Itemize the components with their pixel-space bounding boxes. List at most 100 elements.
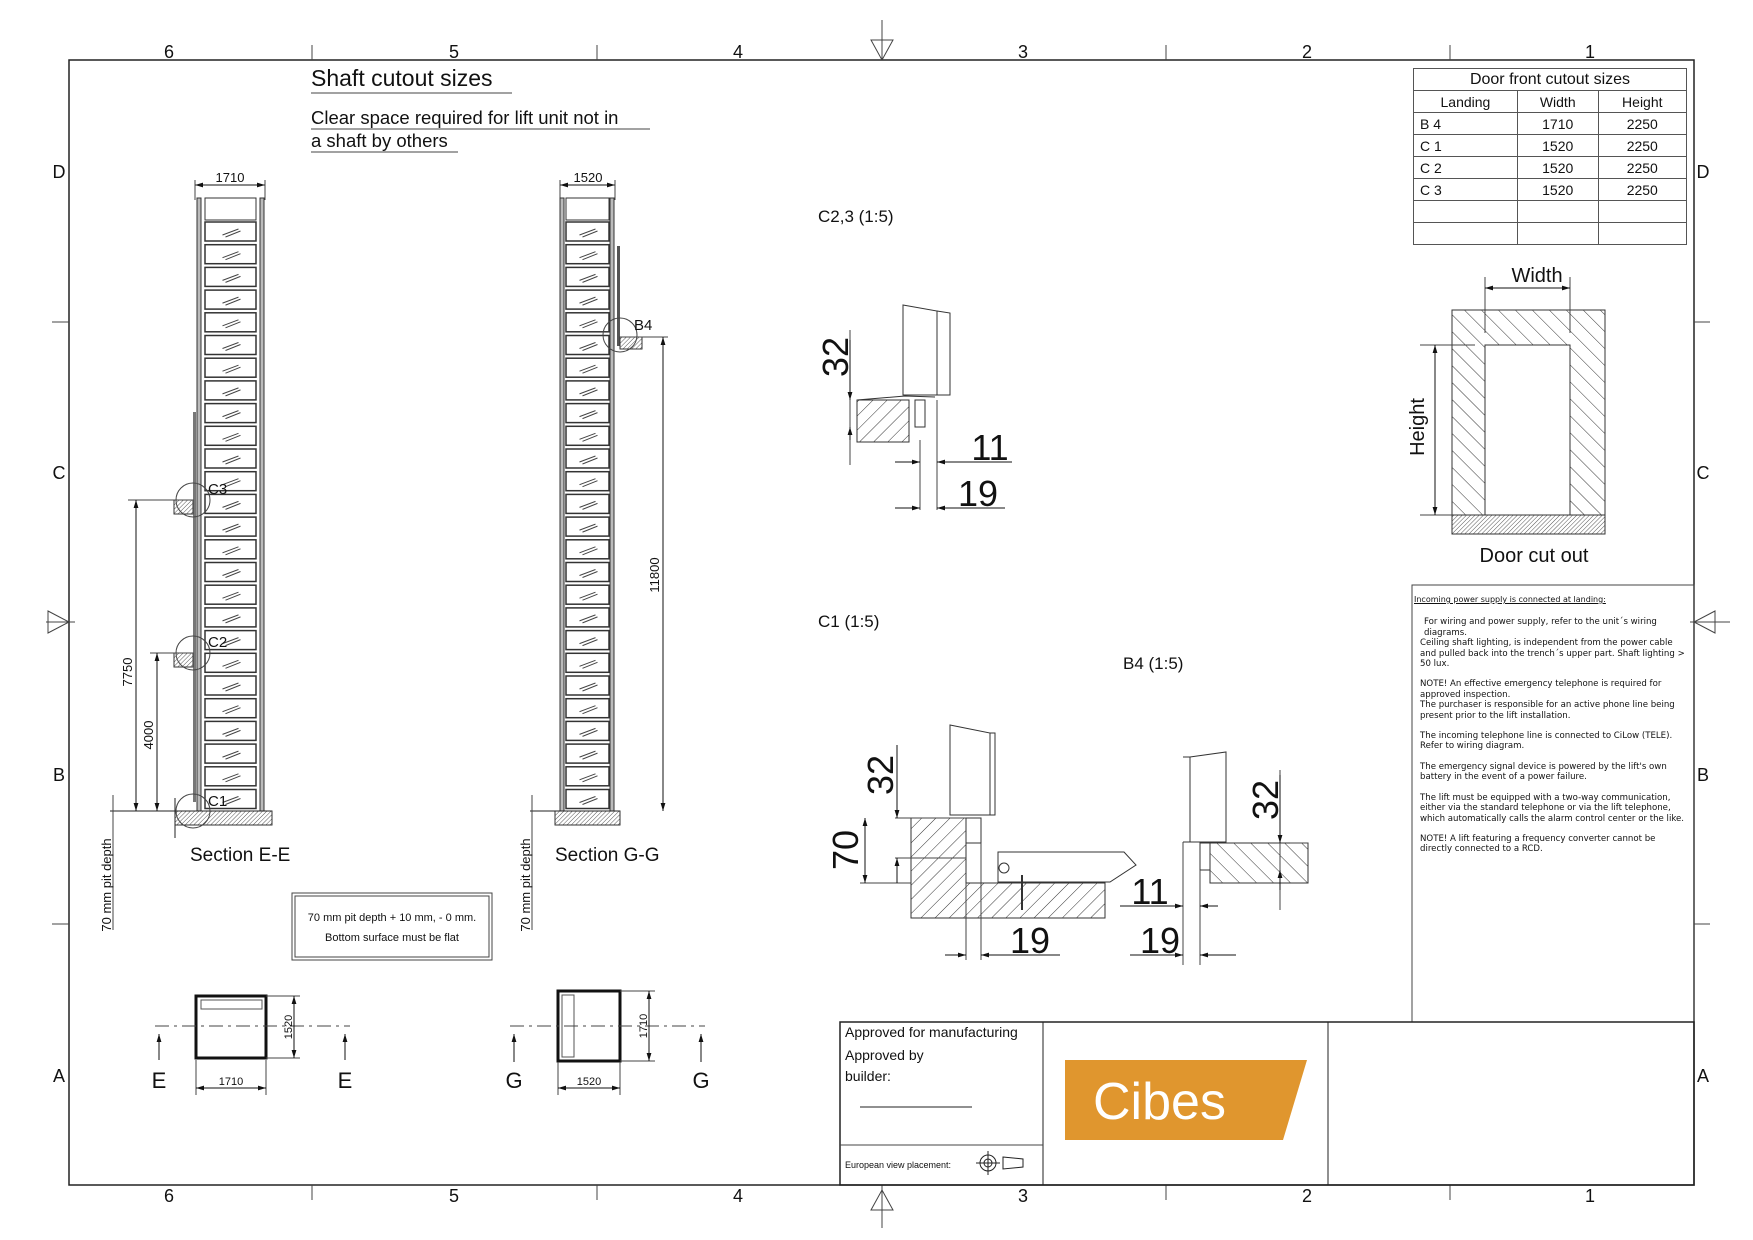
glass-hatch-icon: [579, 478, 598, 488]
svg-text:6: 6: [164, 1186, 174, 1206]
svg-text:70: 70: [825, 830, 866, 870]
glass-hatch-icon: [579, 546, 598, 556]
svg-text:B4 (1:5): B4 (1:5): [1123, 654, 1183, 673]
svg-text:32: 32: [1245, 780, 1286, 820]
svg-text:70 mm pit depth + 10 mm, - 0: 70 mm pit depth + 10 mm, - 0 mm.: [308, 912, 476, 924]
svg-text:B: B: [1697, 765, 1709, 785]
svg-text:1: 1: [1585, 1186, 1595, 1206]
detail-b4: B4 (1:5) 32 11 19: [1120, 654, 1309, 965]
svg-text:19: 19: [1010, 920, 1050, 961]
plan-view-g: G G 1520 1710: [505, 989, 710, 1095]
glass-hatch-icon: [222, 682, 241, 692]
svg-text:2: 2: [1302, 1186, 1312, 1206]
svg-text:E: E: [338, 1068, 353, 1093]
svg-text:19: 19: [958, 473, 998, 514]
svg-text:Approved by: Approved by: [845, 1047, 924, 1063]
glass-hatch-icon: [222, 637, 241, 647]
glass-hatch-icon: [222, 659, 241, 669]
svg-text:Bottom surface must be flat: Bottom surface must be flat: [325, 932, 459, 944]
table-row: [1413, 222, 1688, 245]
note-paragraph: Ceiling shaft lighting, is independent f…: [1420, 638, 1685, 670]
glass-hatch-icon: [222, 228, 241, 238]
svg-text:B4: B4: [634, 317, 652, 334]
svg-text:Door cut out: Door cut out: [1480, 545, 1589, 567]
svg-text:6: 6: [164, 42, 174, 62]
svg-text:3: 3: [1018, 1186, 1028, 1206]
note-paragraph: For wiring and power supply, refer to th…: [1424, 617, 1657, 638]
svg-text:A: A: [1697, 1066, 1709, 1086]
col-landing: Landing: [1413, 90, 1518, 113]
svg-text:C: C: [1697, 463, 1710, 483]
glass-hatch-icon: [579, 228, 598, 238]
svg-text:Approved for manufacturing: Approved for manufacturing: [845, 1024, 1018, 1040]
svg-text:G: G: [692, 1068, 709, 1093]
glass-hatch-icon: [579, 637, 598, 647]
glass-hatch-icon: [222, 546, 241, 556]
sheet-subtitle-2: a shaft by others: [311, 130, 448, 151]
svg-text:1710: 1710: [219, 1076, 243, 1088]
svg-text:C1: C1: [208, 793, 227, 810]
svg-text:Width: Width: [1511, 265, 1562, 287]
plan-view-e: E E 1710 1520: [152, 994, 353, 1095]
svg-text:E: E: [152, 1068, 167, 1093]
pit-note-box: 70 mm pit depth + 10 mm, - 0 mm. Bottom …: [291, 892, 493, 961]
svg-text:1520: 1520: [577, 1076, 601, 1088]
svg-text:B: B: [53, 765, 65, 785]
glass-hatch-icon: [222, 432, 241, 442]
ee-width-dim: 1710: [216, 170, 245, 185]
glass-hatch-icon: [222, 319, 241, 329]
svg-text:11: 11: [971, 427, 1008, 468]
glass-hatch-icon: [222, 500, 241, 510]
glass-hatch-icon: [579, 750, 598, 760]
svg-text:2: 2: [1302, 42, 1312, 62]
note-paragraph: The lift must be equipped with a two-way…: [1420, 792, 1685, 824]
gg-dim-11800: 11800: [647, 557, 662, 592]
glass-hatch-icon: [579, 296, 598, 306]
section-ee-elevation: 1710 C3 C2 C1 7750 4000 70 mm pit depth …: [99, 170, 290, 932]
svg-text:Height: Height: [1407, 398, 1429, 456]
detail-c23: C2,3 (1:5) 32 11 19: [815, 207, 1012, 514]
glass-hatch-icon: [222, 478, 241, 488]
door-cutout-diagram: Width Height Door cut out: [1407, 265, 1606, 567]
glass-hatch-icon: [222, 591, 241, 601]
ee-section-label: Section E-E: [190, 845, 290, 866]
svg-text:D: D: [53, 162, 66, 182]
centering-marks: [46, 20, 1730, 1228]
note-paragraph: NOTE! A lift featuring a frequency conve…: [1420, 833, 1656, 855]
brand-name: Cibes: [1093, 1073, 1226, 1131]
svg-text:builder:: builder:: [845, 1068, 891, 1084]
note-paragraph: The emergency signal device is powered b…: [1420, 761, 1667, 783]
glass-hatch-icon: [222, 569, 241, 578]
glass-hatch-icon: [222, 251, 241, 261]
note-paragraph: The incoming telephone line is connected…: [1420, 731, 1673, 752]
glass-hatch-icon: [579, 614, 598, 624]
note-paragraph: NOTE! An effective emergency telephone i…: [1420, 679, 1662, 700]
glass-hatch-icon: [579, 455, 598, 465]
table-row: [1413, 200, 1688, 223]
glass-hatch-icon: [222, 750, 241, 760]
svg-text:1710: 1710: [638, 1014, 650, 1038]
svg-text:G: G: [505, 1068, 522, 1093]
glass-hatch-icon: [222, 727, 241, 737]
glass-hatch-icon: [222, 796, 241, 805]
glass-hatch-icon: [579, 591, 598, 601]
notes-heading: Incoming power supply is connected at la…: [1414, 595, 1606, 604]
glass-hatch-icon: [222, 296, 241, 306]
svg-text:European view placement:: European view placement:: [845, 1160, 951, 1170]
col-width: Width: [1516, 90, 1599, 113]
glass-hatch-icon: [579, 387, 598, 397]
svg-text:5: 5: [449, 1186, 459, 1206]
table-title: Door front cutout sizes: [1413, 68, 1687, 91]
glass-hatch-icon: [579, 342, 598, 351]
glass-hatch-icon: [579, 569, 598, 578]
glass-hatch-icon: [222, 273, 241, 283]
glass-hatch-icon: [579, 659, 598, 669]
glass-hatch-icon: [222, 410, 241, 420]
note-paragraph: The purchaser is responsible for an acti…: [1420, 700, 1675, 721]
svg-text:4: 4: [733, 42, 743, 62]
glass-hatch-icon: [222, 705, 241, 715]
glass-hatch-icon: [222, 523, 241, 533]
svg-text:4: 4: [733, 1186, 743, 1206]
projection-symbol-icon: [976, 1151, 1024, 1175]
